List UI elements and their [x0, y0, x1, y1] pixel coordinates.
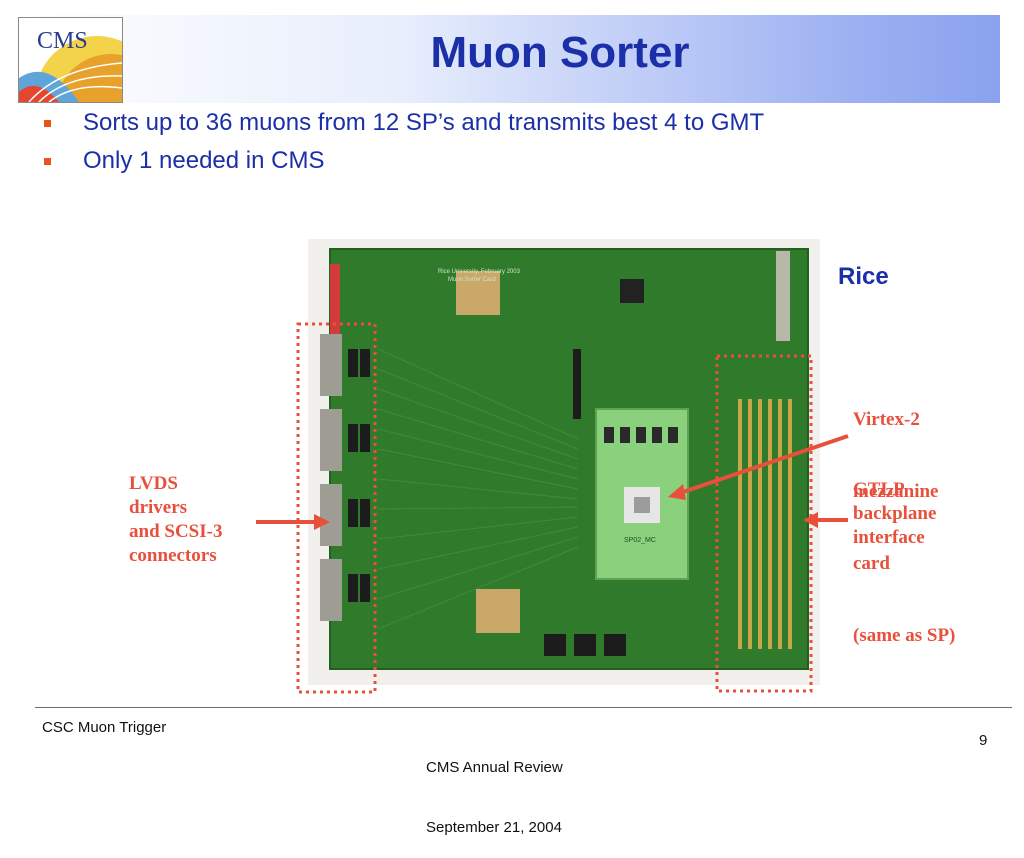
bullet-text: Sorts up to 36 muons from 12 SP’s and tr… [83, 109, 765, 136]
bullet-list: Sorts up to 36 muons from 12 SP’s and tr… [44, 108, 764, 184]
muon-sorter-board-photo: SP02_MC Rice University, February 2003 M… [308, 239, 820, 685]
virtex-arrow [679, 434, 849, 495]
footer-center-line: CMS Annual Review [426, 759, 563, 776]
bullet-square-icon [44, 158, 51, 165]
gtlp-label: GTLP backplane interface [853, 479, 937, 548]
rice-label: Rice [838, 263, 889, 290]
title-band [0, 15, 1000, 103]
bullet-item: Sorts up to 36 muons from 12 SP’s and tr… [44, 108, 764, 146]
footer-center-line: September 21, 2004 [426, 819, 562, 836]
virtex-label: Virtex-2 mezzanine card (same as SP) [853, 360, 955, 672]
virtex-label-line: Virtex-2 [853, 409, 920, 430]
bullet-square-icon [44, 120, 51, 127]
cms-logo: CMS [18, 17, 123, 103]
lvds-label: LVDS drivers and SCSI-3 connectors [129, 473, 223, 566]
virtex-label-line: mezzanine [853, 481, 939, 502]
lvds-arrowhead-icon [314, 514, 330, 530]
footer-left: CSC Muon Trigger [42, 719, 167, 736]
virtex-label-line: card [853, 553, 890, 574]
lvds-callout-box [296, 322, 377, 694]
silkscreen-line-2: Muon Sorter Card [448, 277, 496, 283]
callout-overlay [256, 322, 849, 694]
virtex-arrowhead-icon [668, 484, 686, 500]
slide-title: Muon Sorter [430, 28, 690, 77]
gtlp-callout-box [715, 354, 813, 693]
logo-text: CMS [37, 28, 88, 54]
mezzanine-silkscreen: SP02_MC [624, 537, 656, 544]
virtex-label-line: (same as SP) [853, 625, 956, 646]
bullet-text: Only 1 needed in CMS [83, 147, 325, 174]
bullet-item: Only 1 needed in CMS [44, 146, 764, 184]
footer-divider [35, 707, 1012, 708]
gtlp-arrowhead-icon [803, 512, 818, 528]
footer-center: CMS Annual Review September 21, 2004 [426, 718, 563, 858]
silkscreen-line-1: Rice University, February 2003 [438, 269, 521, 275]
page-number: 9 [979, 732, 988, 749]
